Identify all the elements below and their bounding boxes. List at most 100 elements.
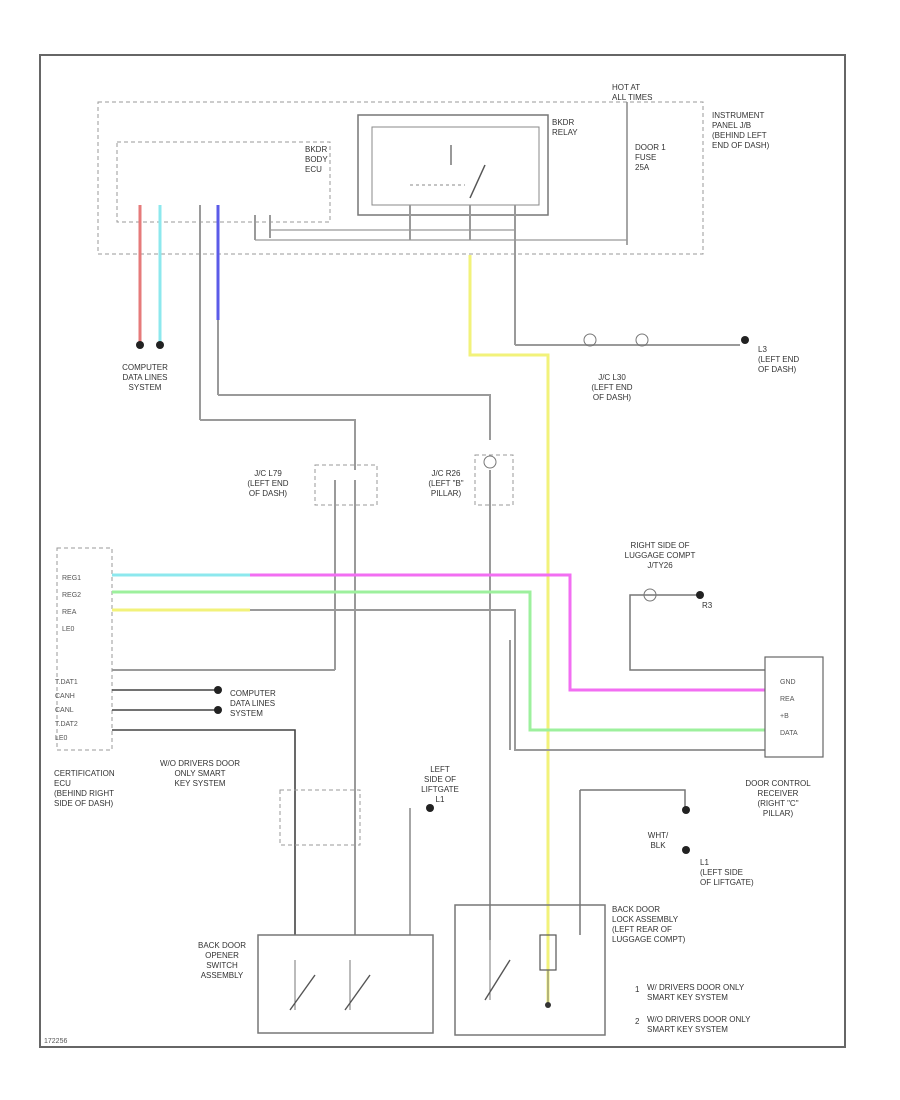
wire-gray-ecu [250, 609, 765, 751]
label-computer-data-top: DATA LINES [122, 373, 167, 382]
label-computer-data-mid: SYSTEM [230, 709, 263, 718]
ecu-pin-label: REG2 [62, 592, 81, 599]
label-left-side-liftgate: LIFTGATE [421, 785, 459, 794]
ecu-side-pin-label: T.DAT2 [55, 721, 78, 728]
ground-l3-dot [741, 336, 749, 344]
label-door-fuse: DOOR 1 [635, 143, 666, 152]
label-certification-ecu: ECU [54, 779, 71, 788]
receiver-pin-label: REA [780, 696, 795, 703]
label-jc-l30: J/C L30 [598, 373, 626, 382]
label-bdoor-body: BODY [305, 155, 328, 164]
label-bdoor-relay: RELAY [552, 128, 578, 137]
wire-black-tdat2 [112, 729, 296, 935]
ground-l1b-top [682, 806, 690, 814]
ground-r3-dot [696, 591, 704, 599]
label-instrument-panel-jb: INSTRUMENT [712, 111, 765, 120]
label-door-fuse: FUSE [635, 153, 656, 162]
relay-switch [410, 145, 486, 199]
back-door-opener-box [257, 934, 434, 1034]
ecu-side-pin-label: CANL [55, 707, 74, 714]
label-left-side-liftgate-l1: OF LIFTGATE) [700, 878, 754, 887]
label-left-side-liftgate: LEFT [430, 765, 450, 774]
label-jc-r26: J/C R26 [432, 469, 461, 478]
label-back-door-opener: ASSEMBLY [201, 971, 244, 980]
label-wht-blk: BLK [650, 841, 666, 850]
label-door-control-receiver: RECEIVER [758, 789, 799, 798]
label-note-wo-driver: KEY SYSTEM [175, 779, 226, 788]
label-back-door-opener: BACK DOOR [198, 941, 246, 950]
label-back-door-opener: SWITCH [206, 961, 238, 970]
label-door-control-receiver: PILLAR) [763, 809, 794, 818]
back-door-lock-box [454, 904, 606, 1036]
ecu-side-pin-label: CANH [55, 693, 75, 700]
label-legend-2: W/O DRIVERS DOOR ONLY [647, 1015, 751, 1024]
label-computer-data-mid: DATA LINES [230, 699, 275, 708]
label-left-side-liftgate-l1: L1 [700, 858, 709, 867]
wire-wht-blk-right [580, 789, 686, 810]
legend-number: 2 [635, 1017, 640, 1026]
label-note-wo-driver: W/O DRIVERS DOOR [160, 759, 240, 768]
receiver-pin-label: DATA [780, 730, 798, 737]
ecu-pin-label: REG1 [62, 575, 81, 582]
diagram-id: 172256 [44, 1038, 67, 1045]
label-instrument-panel-jb: END OF DASH) [712, 141, 770, 150]
terminal-dot [136, 341, 144, 349]
jb-bus-wires [254, 205, 627, 345]
canl-dot [214, 706, 222, 714]
wire-magenta [250, 573, 765, 692]
label-ground-l3: L3 [758, 345, 767, 354]
wire-light-green [112, 590, 765, 732]
ecu-pin-label: REA [62, 609, 77, 616]
label-certification-ecu: CERTIFICATION [54, 769, 115, 778]
label-wht-blk: WHT/ [648, 831, 669, 840]
label-note-wo-driver: ONLY SMART [174, 769, 225, 778]
label-right-side-luggage: LUGGAGE COMPT [625, 551, 696, 560]
label-right-side-luggage: J/TY26 [647, 561, 673, 570]
label-computer-data-top: SYSTEM [129, 383, 162, 392]
label-jc-l30: OF DASH) [593, 393, 632, 402]
canh-dot [214, 686, 222, 694]
label-instrument-panel-jb: PANEL J/B [712, 121, 751, 130]
label-legend-2: SMART KEY SYSTEM [647, 1025, 728, 1034]
label-left-side-liftgate: SIDE OF [424, 775, 456, 784]
label-legend-1: W/ DRIVERS DOOR ONLY [647, 983, 745, 992]
label-back-door-lock: LOCK ASSEMBLY [612, 915, 679, 924]
legend-number: 1 [635, 985, 640, 994]
label-jc-l30: (LEFT END [591, 383, 632, 392]
option-box [279, 789, 361, 846]
lock-motor [484, 934, 557, 1008]
wire-gray-l79b [200, 419, 356, 470]
door-control-receiver-box [764, 656, 824, 758]
label-back-door-opener: OPENER [205, 951, 239, 960]
receiver-pin-label: +B [780, 713, 789, 720]
label-jc-l79: OF DASH) [249, 489, 288, 498]
label-right-side-luggage: RIGHT SIDE OF [631, 541, 690, 550]
ground-l1b-bot [682, 846, 690, 854]
label-back-door-lock: LUGGAGE COMPT) [612, 935, 686, 944]
label-jc-l79: J/C L79 [254, 469, 282, 478]
label-door-control-receiver: (RIGHT "C" [757, 799, 798, 808]
ecu-side-pin-label: T.DAT1 [55, 679, 78, 686]
label-bdoor-relay: BKDR [552, 118, 574, 127]
label-computer-data-top: COMPUTER [122, 363, 168, 372]
connector-l30 [583, 333, 597, 347]
label-back-door-lock: BACK DOOR [612, 905, 660, 914]
bdoor-relay-box [357, 114, 549, 216]
jc-r26-box [474, 454, 514, 506]
connector-r3 [643, 588, 657, 602]
label-hot-at-all-times: ALL TIMES [612, 93, 652, 102]
label-left-side-liftgate-l1: (LEFT SIDE [700, 868, 743, 877]
opener-switches [289, 960, 371, 1011]
connector-l30b [635, 333, 649, 347]
wire-yellow [468, 255, 550, 1005]
terminal-dot [156, 341, 164, 349]
certification-ecu-box [56, 547, 113, 751]
diagram-frame [39, 54, 846, 1048]
label-jc-l79: (LEFT END [247, 479, 288, 488]
label-door-control-receiver: DOOR CONTROL [745, 779, 811, 788]
label-door-fuse: 25A [635, 163, 650, 172]
wire-receiver-ground [629, 594, 765, 671]
label-hot-at-all-times: HOT AT [612, 83, 640, 92]
jc-l79-box [314, 464, 378, 506]
